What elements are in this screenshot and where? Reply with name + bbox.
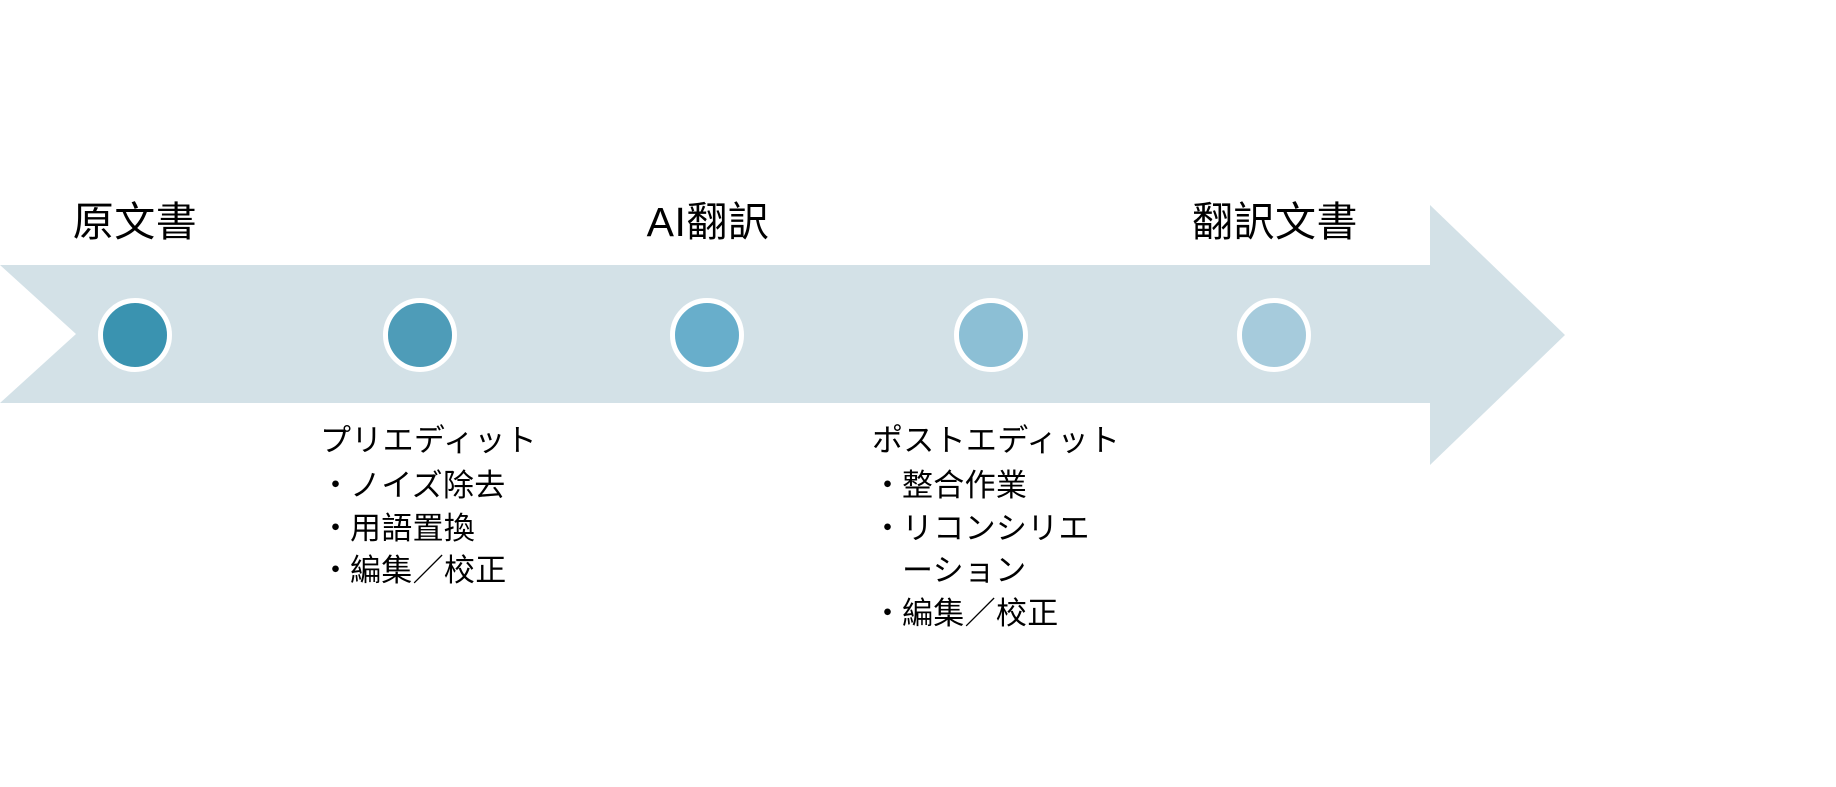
bullet-icon: ・ [320,553,352,589]
detail-block-pre-edit: プリエディット ・ ノイズ除去 ・ 用語置換 ・ 編集／校正 [320,420,537,593]
list-item: ・ ノイズ除去 [320,465,537,508]
milestone-circle-2[interactable] [383,298,457,372]
list-item-label: 編集／校正 [902,596,1059,632]
milestone-circle-1[interactable] [98,298,172,372]
detail-block-post-edit: ポストエディット ・ 整合作業 ・ リコンシリエーション ・ 編集／校正 [872,420,1120,636]
list-item: ・ 用語置換 [320,508,537,551]
bullet-icon: ・ [320,467,352,503]
stage-label-source-document: 原文書 [72,199,198,245]
list-item-label: ノイズ除去 [350,467,506,503]
list-item-label: リコンシリエーション [902,510,1090,589]
stage-label-translated-document: 翻訳文書 [1192,199,1358,245]
list-item: ・ 編集／校正 [320,550,537,593]
list-item: ・ 整合作業 [872,465,1120,508]
milestone-circle-4[interactable] [954,298,1028,372]
detail-list-post-edit: ・ 整合作業 ・ リコンシリエーション ・ 編集／校正 [872,465,1120,636]
bullet-icon: ・ [320,510,352,546]
list-item: ・ 編集／校正 [872,593,1120,636]
bullet-icon: ・ [872,467,904,503]
list-item-label: 編集／校正 [350,553,507,589]
detail-heading-post-edit: ポストエディット [872,423,1121,458]
bullet-icon: ・ [872,510,904,546]
list-item-label: 整合作業 [902,467,1028,503]
bullet-icon: ・ [872,596,904,632]
milestone-circle-5[interactable] [1237,298,1311,372]
stage-label-ai-translation: AI翻訳 [646,199,770,245]
detail-heading-pre-edit: プリエディット [320,423,537,458]
milestone-circle-3[interactable] [670,298,744,372]
detail-list-pre-edit: ・ ノイズ除去 ・ 用語置換 ・ 編集／校正 [320,465,537,593]
list-item: ・ リコンシリエーション [872,508,1120,594]
list-item-label: 用語置換 [350,510,476,546]
